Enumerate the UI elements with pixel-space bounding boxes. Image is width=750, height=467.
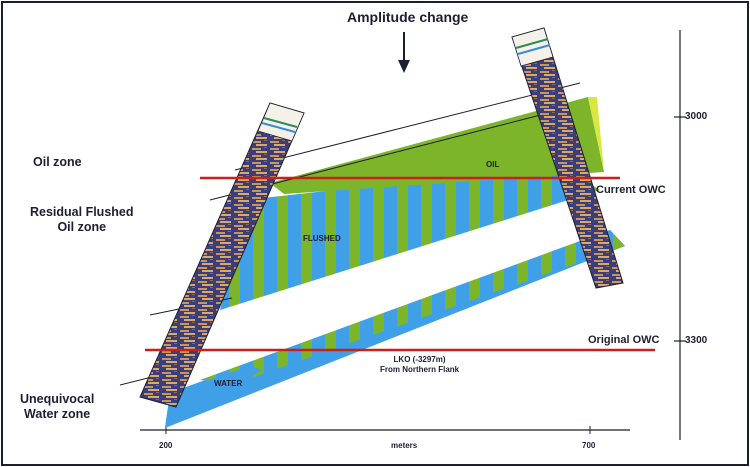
water-zone-line-2: Water zone [24, 407, 91, 421]
right-well-header-band-1 [515, 38, 549, 49]
oil-edge [588, 97, 604, 172]
water-body-label: WATER [214, 379, 243, 388]
residual-zone-line-1: Residual Flushed [30, 205, 134, 219]
lko-label: LKO (-3297m) From Northern Flank [380, 355, 459, 375]
lko-line-1: LKO (-3297m) [393, 355, 446, 364]
distance-axis-title: meters [391, 441, 418, 450]
distance-tick-label-200: 200 [159, 441, 173, 450]
amplitude-change-title: Amplitude change [347, 9, 469, 25]
depth-tick-label-3300: 3300 [685, 335, 708, 346]
left-well-header-band-2 [261, 122, 296, 133]
water-zone-label: Unequivocal Water zone [20, 392, 94, 422]
oil-zone-label: Oil zone [33, 155, 82, 169]
residual-zone-label: Residual Flushed Oil zone [30, 205, 134, 235]
right-well-header-band-2 [517, 44, 551, 55]
oil-body-label: OIL [486, 160, 500, 169]
oil-body [270, 97, 604, 194]
depth-tick-label-3000: 3000 [685, 111, 708, 122]
left-well-header-band-1 [263, 117, 298, 128]
current-owc-label: Current OWC [596, 184, 666, 196]
distance-tick-label-700: 700 [582, 441, 596, 450]
right-well-header [511, 27, 554, 67]
water-zone-line-1: Unequivocal [20, 392, 95, 406]
amplitude-arrow-head [398, 60, 410, 73]
lko-line-2: From Northern Flank [380, 365, 460, 374]
flushed-body [220, 165, 600, 310]
water-stripes [200, 230, 625, 382]
flushed-body-label: FLUSHED [303, 234, 341, 243]
correlation-line-1 [234, 82, 581, 171]
water-wedge [165, 366, 262, 428]
residual-zone-line-2: Oil zone [57, 220, 107, 234]
original-owc-label: Original OWC [588, 334, 660, 346]
